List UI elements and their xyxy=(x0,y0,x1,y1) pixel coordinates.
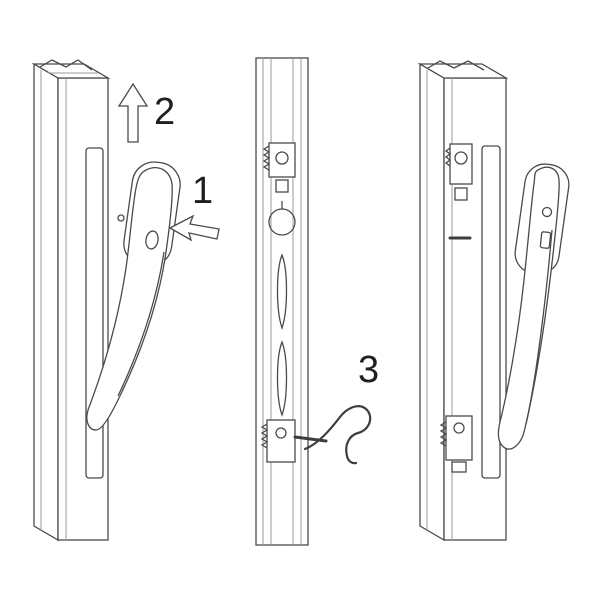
panel-handle-closed xyxy=(417,60,570,542)
panel-gear-rail: 3 xyxy=(255,57,379,546)
step-2-label: 2 xyxy=(154,91,175,133)
handle-screw-right xyxy=(541,206,553,218)
panel-handle-insertion: 2 1 xyxy=(31,59,220,542)
handle-tilted xyxy=(86,161,181,431)
handle-grip xyxy=(86,167,173,431)
rail-centre-details xyxy=(268,201,296,417)
handle-screw xyxy=(145,230,159,250)
locking-pin xyxy=(293,435,328,443)
profile-slot-right xyxy=(481,145,501,479)
mounted-lower-mechanism xyxy=(439,415,473,473)
insert-arrow-icon xyxy=(168,214,220,242)
handle-grip-closed xyxy=(497,166,560,450)
handle-latch-button xyxy=(539,231,552,249)
lower-lock-mechanism xyxy=(260,405,372,465)
handle-closed xyxy=(497,163,570,450)
step-1-label: 1 xyxy=(192,170,213,212)
step-3-label: 3 xyxy=(358,349,379,391)
handle-pin xyxy=(117,214,125,222)
frame-profile-left xyxy=(31,59,111,542)
upper-gear-mechanism xyxy=(262,142,296,193)
rail-profile xyxy=(255,57,309,546)
retaining-clip-wire xyxy=(303,405,372,465)
frame-profile-right xyxy=(417,60,509,542)
mounted-upper-mechanism xyxy=(444,143,473,201)
up-arrow-icon xyxy=(117,82,149,143)
